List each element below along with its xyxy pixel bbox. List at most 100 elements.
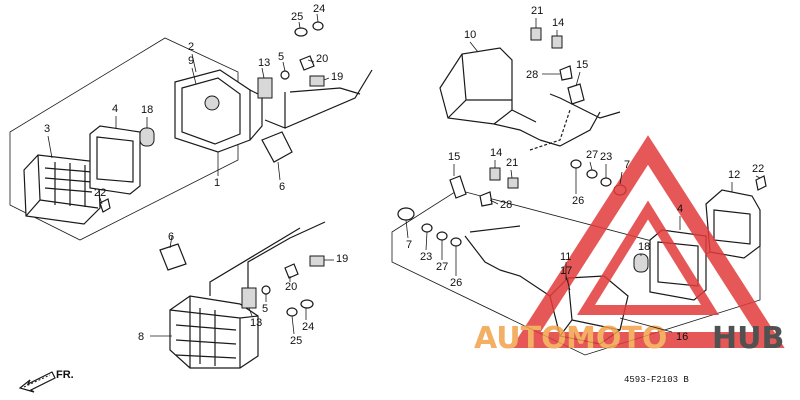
- callout-number: 13: [250, 317, 262, 329]
- spacer-part: [551, 35, 563, 49]
- callout-number: 11: [560, 251, 571, 263]
- callout-leader-line: [323, 77, 330, 81]
- callout-leader-line: [291, 315, 295, 335]
- callout-leader-line: [261, 67, 265, 79]
- winker-body-part: [169, 295, 259, 369]
- watermark-text-moto: MOTO: [566, 321, 667, 356]
- washer-part: [600, 177, 612, 187]
- wire-harness: [264, 69, 373, 129]
- callout-number: 3: [44, 123, 50, 135]
- callout-number: 9: [188, 55, 194, 67]
- front-right-winker-group: [439, 27, 621, 151]
- connector-part: [309, 255, 325, 267]
- callout-leader-line: [589, 161, 593, 171]
- callout-leader-line: [277, 161, 281, 181]
- grommet-part: [397, 207, 415, 221]
- callout-number: 26: [450, 277, 462, 289]
- nut-part: [530, 27, 542, 41]
- callout-number: 5: [278, 51, 284, 63]
- bolt-part: [479, 191, 493, 207]
- callout-leader-line: [619, 171, 623, 185]
- callout-number: 6: [279, 181, 285, 193]
- callout-number: 10: [464, 29, 476, 41]
- callout-number: 13: [258, 57, 270, 69]
- callout-number: 25: [290, 335, 302, 347]
- watermark-text-auto: AUTO: [474, 321, 567, 356]
- grommet-part: [261, 131, 293, 163]
- callout-number: 27: [436, 261, 448, 273]
- spacer-part: [489, 167, 501, 181]
- bracket-part: [567, 83, 585, 105]
- callout-number: 14: [490, 147, 502, 159]
- bracket-part: [449, 175, 467, 199]
- callout-number: 5: [262, 303, 268, 315]
- callout-number: 24: [313, 3, 325, 15]
- callout-leader-line: [510, 169, 513, 179]
- group-outline-front-left: [9, 37, 239, 241]
- callout-number: 20: [316, 53, 328, 65]
- callout-leader-line: [307, 59, 315, 63]
- washer-part: [586, 169, 598, 179]
- bolt-part: [284, 263, 299, 279]
- washer-part: [312, 21, 324, 31]
- callout-leader-line: [575, 71, 581, 87]
- rear-left-winker-group: [159, 221, 326, 369]
- callout-number: 1: [214, 177, 220, 189]
- washer-part: [570, 159, 582, 169]
- callout-number: 15: [448, 151, 460, 163]
- callout-leader-line: [282, 61, 286, 72]
- callout-number: 25: [291, 11, 303, 23]
- screw-part: [99, 198, 111, 213]
- callout-number: 16: [676, 331, 688, 343]
- callout-number: 26: [572, 195, 584, 207]
- callout-number: 4: [112, 103, 118, 115]
- washer-part: [421, 223, 433, 233]
- callout-number: 18: [141, 104, 153, 116]
- callout-leader-line: [169, 235, 173, 249]
- wire-harness: [209, 221, 326, 296]
- washer-part: [294, 27, 308, 37]
- callout-number: 24: [302, 321, 314, 333]
- callout-number: 4: [677, 203, 683, 215]
- grommet-part: [261, 285, 271, 295]
- callout-leader-line: [191, 67, 197, 85]
- callout-leader-line: [755, 175, 761, 179]
- callout-number: 19: [331, 71, 343, 83]
- callout-number: 19: [336, 253, 348, 265]
- bulb-part: [139, 127, 155, 147]
- callout-leader-line: [619, 317, 673, 333]
- callout-number: 12: [728, 169, 740, 181]
- grommet-part: [280, 70, 290, 80]
- callout-number: 23: [420, 251, 432, 263]
- callout-number: 6: [168, 231, 174, 243]
- callout-leader-line: [248, 307, 253, 317]
- group-outline-rear-right: [391, 189, 761, 356]
- gasket-part: [89, 125, 141, 195]
- housing-part: [174, 69, 263, 153]
- callout-number: 21: [531, 5, 543, 17]
- callout-leader-line: [316, 13, 319, 23]
- callout-number: 23: [600, 151, 612, 163]
- callout-leader-line: [425, 231, 428, 251]
- callout-leader-line: [489, 199, 499, 205]
- callout-number: 15: [576, 59, 588, 71]
- callout-number: 7: [624, 159, 630, 171]
- callout-number: 22: [752, 163, 764, 175]
- connector-part: [309, 75, 325, 87]
- bulb-part: [633, 253, 649, 273]
- front-left-winker-group: [9, 21, 373, 241]
- callout-leader-line: [47, 135, 53, 159]
- lens-part: [23, 154, 101, 225]
- socket-part: [241, 287, 257, 309]
- watermark: AUTO MOTO HUB: [474, 135, 785, 356]
- watermark-text-hub: HUB: [712, 321, 784, 356]
- callout-number: 21: [506, 157, 518, 169]
- nut-part: [507, 177, 519, 189]
- winker-body-part: [439, 47, 541, 141]
- rear-right-winker-group: [391, 159, 767, 356]
- callout-leader-line: [469, 41, 479, 53]
- wire-harness: [464, 225, 521, 271]
- callout-number: 28: [500, 199, 512, 211]
